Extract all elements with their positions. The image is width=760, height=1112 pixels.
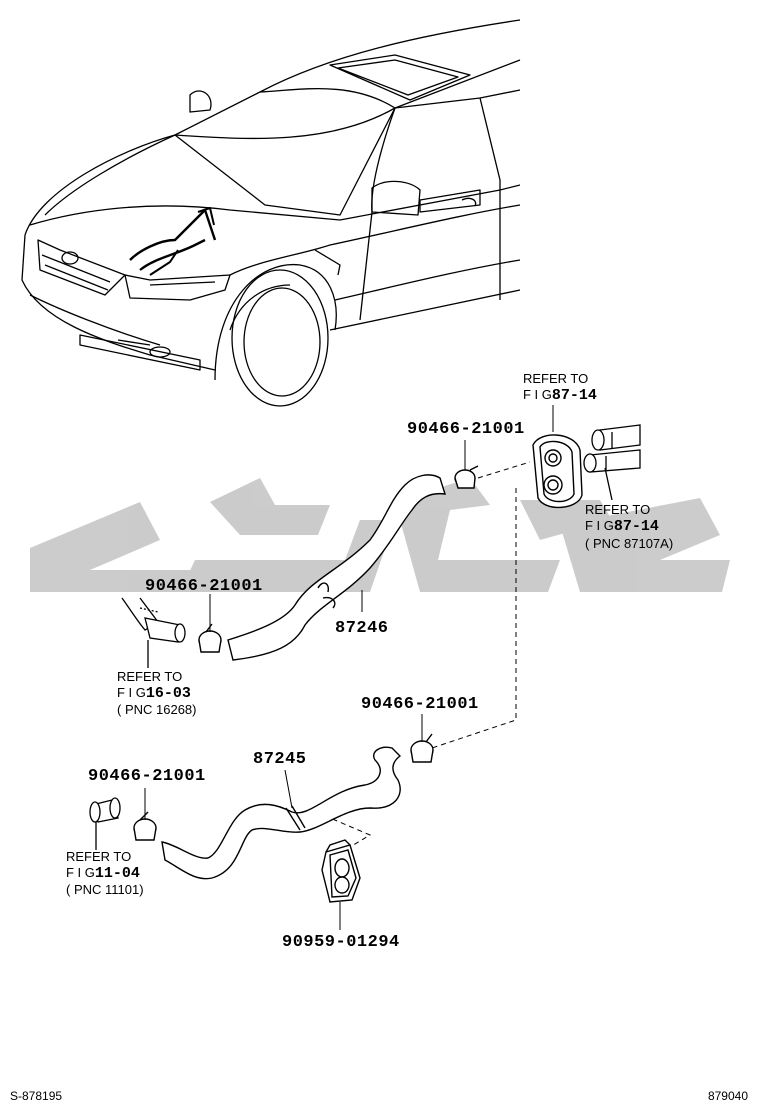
ref-bottom-pipe-fig: F I G11-04 bbox=[66, 866, 140, 881]
part-number-grommet[interactable]: 90959-01294 bbox=[282, 933, 400, 952]
part-number-clamp-bottom[interactable]: 90466-21001 bbox=[88, 767, 206, 786]
ref-bottom-pipe-pnc: ( PNC 11101) bbox=[66, 882, 144, 897]
ref-left-pipe-pnc: ( PNC 16268) bbox=[117, 702, 197, 717]
part-number-clamp-top[interactable]: 90466-21001 bbox=[407, 420, 525, 439]
part-number-hose-lower[interactable]: 87245 bbox=[253, 750, 307, 769]
ref-top-grommet-fig: F I G87-14 bbox=[523, 388, 597, 403]
ref-right-pipes-fig-no[interactable]: 87-14 bbox=[613, 518, 659, 535]
ref-top-grommet-fig-no[interactable]: 87-14 bbox=[551, 387, 597, 404]
ref-top-grommet-refer: REFER TO bbox=[523, 371, 589, 386]
ref-right-pipes-fig-prefix: F I G bbox=[585, 518, 614, 533]
dashed-leaders bbox=[315, 461, 531, 851]
grommet-bottom bbox=[321, 839, 361, 903]
part-number-clamp-mid[interactable]: 90466-21001 bbox=[361, 695, 479, 714]
part-number-clamp-left[interactable]: 90466-21001 bbox=[145, 577, 263, 596]
bottom-pipe bbox=[89, 797, 121, 850]
ref-left-pipe-fig: F I G16-03 bbox=[117, 686, 191, 701]
right-pipes bbox=[583, 424, 641, 501]
clamp-shapes bbox=[133, 465, 479, 841]
clamp-left-shape bbox=[198, 623, 222, 653]
left-pipe bbox=[121, 597, 186, 668]
footer-left-code: S-878195 bbox=[10, 1089, 63, 1103]
ref-top-grommet-fig-prefix: F I G bbox=[523, 387, 552, 402]
ref-left-pipe-fig-no[interactable]: 16-03 bbox=[145, 685, 191, 702]
ref-bottom-pipe-fig-prefix: F I G bbox=[66, 865, 95, 880]
clamp-bottom-shape bbox=[133, 811, 157, 841]
ref-right-pipes-refer: REFER TO bbox=[585, 502, 651, 517]
leader-lines bbox=[144, 405, 554, 930]
part-number-hose-upper[interactable]: 87246 bbox=[335, 619, 389, 638]
ref-right-pipes-fig: F I G87-14 bbox=[585, 519, 659, 534]
ref-bottom-pipe-fig-no[interactable]: 11-04 bbox=[94, 865, 140, 882]
ref-left-pipe-fig-prefix: F I G bbox=[117, 685, 146, 700]
ref-bottom-pipe-refer: REFER TO bbox=[66, 849, 132, 864]
clamp-top-shape bbox=[454, 465, 479, 489]
hose-87245 bbox=[161, 746, 402, 880]
car-illustration bbox=[21, 19, 521, 407]
clamp-mid-shape bbox=[410, 733, 434, 763]
grommet-top bbox=[532, 434, 583, 509]
ref-right-pipes-pnc: ( PNC 87107A) bbox=[585, 536, 674, 551]
hose-87246 bbox=[227, 474, 446, 661]
footer-right-code: 879040 bbox=[707, 1089, 748, 1103]
ref-left-pipe-refer: REFER TO bbox=[117, 669, 183, 684]
